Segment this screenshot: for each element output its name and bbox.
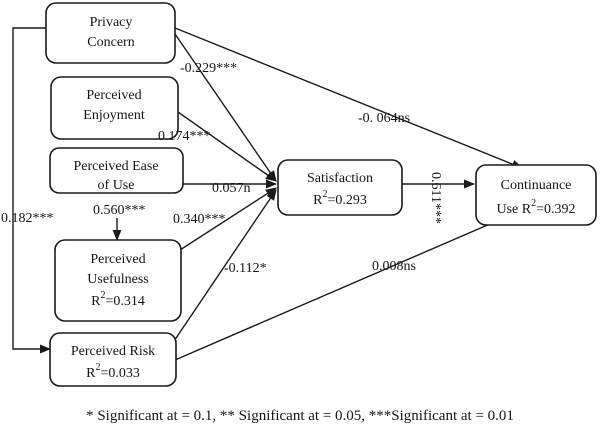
node-perceived-risk-line-1: Perceived Risk [71, 344, 155, 359]
significance-footnote: * Significant at = 0.1, ** Significant a… [86, 408, 514, 424]
node-continuance-use-r2: Use R2=0.392 [496, 198, 575, 217]
node-perceived-usefulness-box [54, 239, 182, 322]
node-continuance-use: Continuance Use R2=0.392 [475, 164, 597, 226]
coef-privacy-to-satisfaction: -0.229*** [180, 61, 237, 76]
arrow-privacy-to-satisfaction [174, 33, 277, 182]
node-perceived-usefulness-line-2: Usefulness [87, 272, 148, 287]
arrow-usefulness-to-satisfaction [179, 187, 277, 251]
node-privacy-concern-line-2: Concern [87, 35, 134, 50]
node-satisfaction-r2: R2=0.293 [313, 189, 367, 208]
node-perceived-enjoyment-box [50, 76, 179, 140]
coef-usefulness-to-satisfaction: 0.340*** [173, 212, 226, 227]
coef-satisfaction-to-continuance: 0.611*** [428, 172, 443, 224]
node-perceived-enjoyment-line-1: Perceived [86, 88, 141, 103]
arrow-privacy-to-continuance [174, 27, 524, 169]
path-coefficients: -0.229*** -0. 064ns 0.174*** 0.057n 0.56… [1, 61, 443, 276]
arrow-risk-to-continuance [174, 210, 522, 361]
arrow-risk-to-satisfaction [171, 189, 277, 345]
arrow-enjoyment-to-satisfaction [177, 111, 277, 182]
node-perceived-usefulness-r2: R2=0.314 [91, 290, 145, 309]
node-satisfaction-box [277, 159, 403, 216]
coef-privacy-to-risk: 0.182*** [1, 211, 54, 226]
node-satisfaction-line-1: Satisfaction [307, 171, 373, 186]
node-perceived-ease-of-use-box [49, 147, 184, 194]
node-privacy-concern-box [45, 2, 176, 64]
coef-risk-to-satisfaction: -0.112* [224, 261, 267, 276]
node-perceived-ease-of-use-line-2: of Use [98, 178, 135, 193]
node-perceived-risk: Perceived Risk R2=0.033 [49, 332, 177, 387]
node-perceived-risk-box [49, 332, 177, 387]
node-perceived-usefulness-line-1: Perceived [90, 252, 145, 267]
coef-enjoyment-to-satisfaction: 0.174*** [158, 129, 211, 144]
coef-privacy-to-continuance: -0. 064ns [358, 111, 410, 126]
node-continuance-use-box [475, 164, 597, 226]
node-perceived-enjoyment-line-2: Enjoyment [83, 108, 145, 123]
node-satisfaction: Satisfaction R2=0.293 [277, 159, 403, 216]
node-privacy-concern: Privacy Concern [45, 2, 176, 64]
coef-risk-to-continuance: 0.008ns [372, 259, 416, 274]
node-perceived-ease-of-use: Perceived Ease of Use [49, 147, 184, 194]
arrow-privacy-to-risk [12, 27, 52, 354]
node-perceived-enjoyment: Perceived Enjoyment [50, 76, 179, 140]
node-perceived-usefulness: Perceived Usefulness R2=0.314 [54, 239, 182, 322]
connectors [12, 27, 524, 361]
node-perceived-risk-r2: R2=0.033 [86, 362, 140, 381]
node-perceived-ease-of-use-line-1: Perceived Ease [73, 159, 158, 174]
node-continuance-use-line-1: Continuance [501, 178, 572, 193]
coef-ease-to-satisfaction: 0.057n [212, 181, 251, 196]
node-privacy-concern-line-1: Privacy [90, 15, 133, 30]
coef-ease-to-usefulness: 0.560*** [93, 203, 146, 218]
